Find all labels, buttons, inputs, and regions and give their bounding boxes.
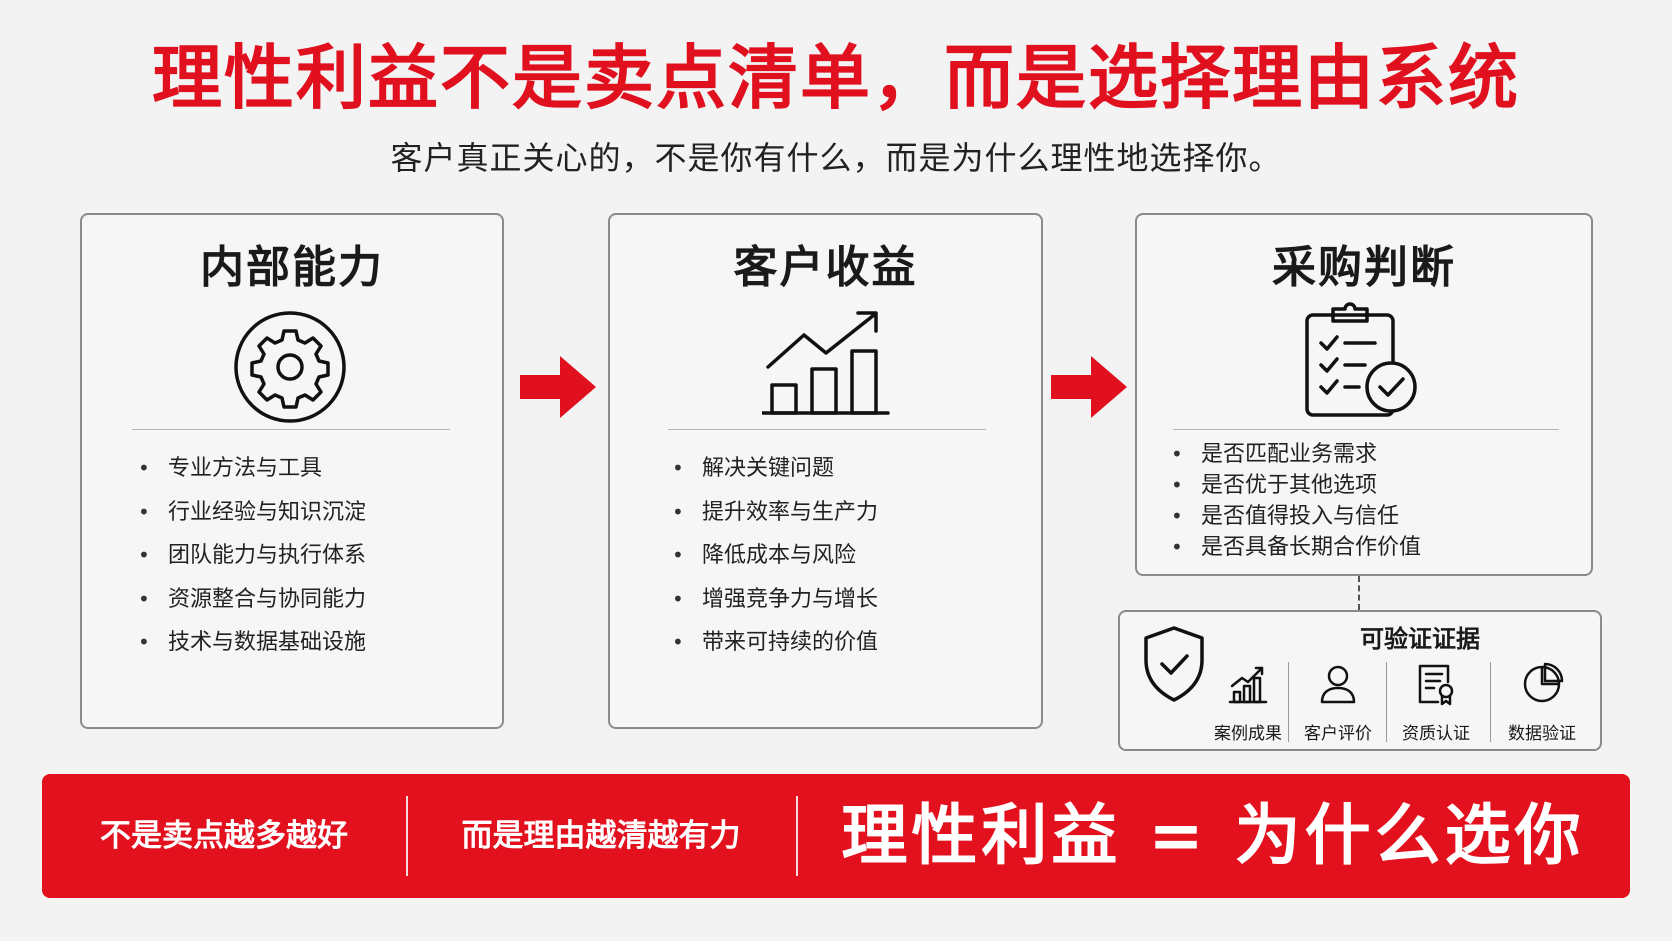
arrow-right-icon: [1051, 356, 1127, 418]
evidence-item: 资质认证: [1388, 662, 1484, 746]
list-item: 增强竞争力与增长: [672, 578, 878, 622]
list-item: 带来可持续的价值: [672, 621, 878, 665]
growth-chart-icon: [762, 311, 890, 415]
shield-check-icon: [1144, 626, 1204, 702]
card-title: 内部能力: [200, 242, 384, 293]
banner-key-message: 理性利益 = 为什么选你: [841, 797, 1585, 874]
evidence-title: 可验证证据: [1360, 625, 1480, 653]
card-customer-benefit: 客户收益 解决关键问题 提升效率与生产力 降低成本与风险 增强竞争力与增长 带来…: [608, 213, 1043, 729]
bar-chart-icon: [1228, 666, 1268, 704]
card-title: 客户收益: [733, 242, 918, 293]
list-item: 提升效率与生产力: [672, 491, 878, 535]
card-internal-capability: 内部能力 专业方法与工具 行业经验与知识沉淀 团队能力与执行体系 资源整合与协同…: [80, 213, 504, 729]
card-divider: [1173, 429, 1559, 430]
evidence-item: 客户评价: [1290, 662, 1386, 746]
summary-banner: 不是卖点越多越好 而是理由越清越有力 理性利益 = 为什么选你: [42, 774, 1630, 898]
gear-icon: [234, 311, 346, 423]
evidence-item: 数据验证: [1494, 662, 1590, 746]
list-item: 团队能力与执行体系: [138, 534, 366, 578]
card-bullet-list: 是否匹配业务需求 是否优于其他选项 是否值得投入与信任 是否具备长期合作价值: [1171, 439, 1421, 563]
evidence-divider: [1386, 662, 1387, 742]
evidence-label: 案例成果: [1214, 724, 1282, 744]
list-item: 降低成本与风险: [672, 534, 878, 578]
list-item: 行业经验与知识沉淀: [138, 491, 366, 535]
card-title: 采购判断: [1272, 242, 1456, 293]
list-item: 是否匹配业务需求: [1171, 439, 1421, 470]
banner-divider: [406, 796, 408, 876]
card-bullet-list: 专业方法与工具 行业经验与知识沉淀 团队能力与执行体系 资源整合与协同能力 技术…: [138, 447, 366, 665]
evidence-label: 资质认证: [1402, 724, 1470, 744]
banner-middle-text: 而是理由越清越有力: [461, 818, 741, 854]
card-divider: [668, 429, 986, 430]
card-bullet-list: 解决关键问题 提升效率与生产力 降低成本与风险 增强竞争力与增长 带来可持续的价…: [672, 447, 878, 665]
list-item: 是否具备长期合作价值: [1171, 532, 1421, 563]
list-item: 是否值得投入与信任: [1171, 501, 1421, 532]
banner-left-text: 不是卖点越多越好: [100, 818, 348, 854]
evidence-divider: [1490, 662, 1491, 742]
evidence-divider: [1288, 662, 1289, 742]
user-icon: [1320, 665, 1356, 704]
list-item: 解决关键问题: [672, 447, 878, 491]
banner-divider: [796, 796, 798, 876]
card-procurement-judgment: 采购判断 是否匹配业务需求 是否优于其他选项 是否值得投入与信任 是否具备长期合…: [1135, 213, 1593, 576]
evidence-label: 客户评价: [1304, 724, 1372, 744]
list-item: 技术与数据基础设施: [138, 621, 366, 665]
certificate-icon: [1418, 664, 1454, 706]
page-title: 理性利益不是卖点清单，而是选择理由系统: [152, 37, 1520, 119]
card-divider: [132, 429, 450, 430]
list-item: 是否优于其他选项: [1171, 470, 1421, 501]
evidence-label: 数据验证: [1508, 724, 1576, 744]
page-subtitle: 客户真正关心的，不是你有什么，而是为什么理性地选择你。: [390, 139, 1282, 177]
checklist-icon: [1305, 302, 1417, 417]
evidence-panel: 可验证证据 案例成果 客户评价: [1118, 610, 1602, 751]
dashed-connector: [1358, 576, 1360, 610]
list-item: 资源整合与协同能力: [138, 578, 366, 622]
list-item: 专业方法与工具: [138, 447, 366, 491]
pie-chart-icon: [1523, 662, 1564, 703]
arrow-right-icon: [520, 356, 596, 418]
evidence-item: 案例成果: [1200, 662, 1296, 746]
